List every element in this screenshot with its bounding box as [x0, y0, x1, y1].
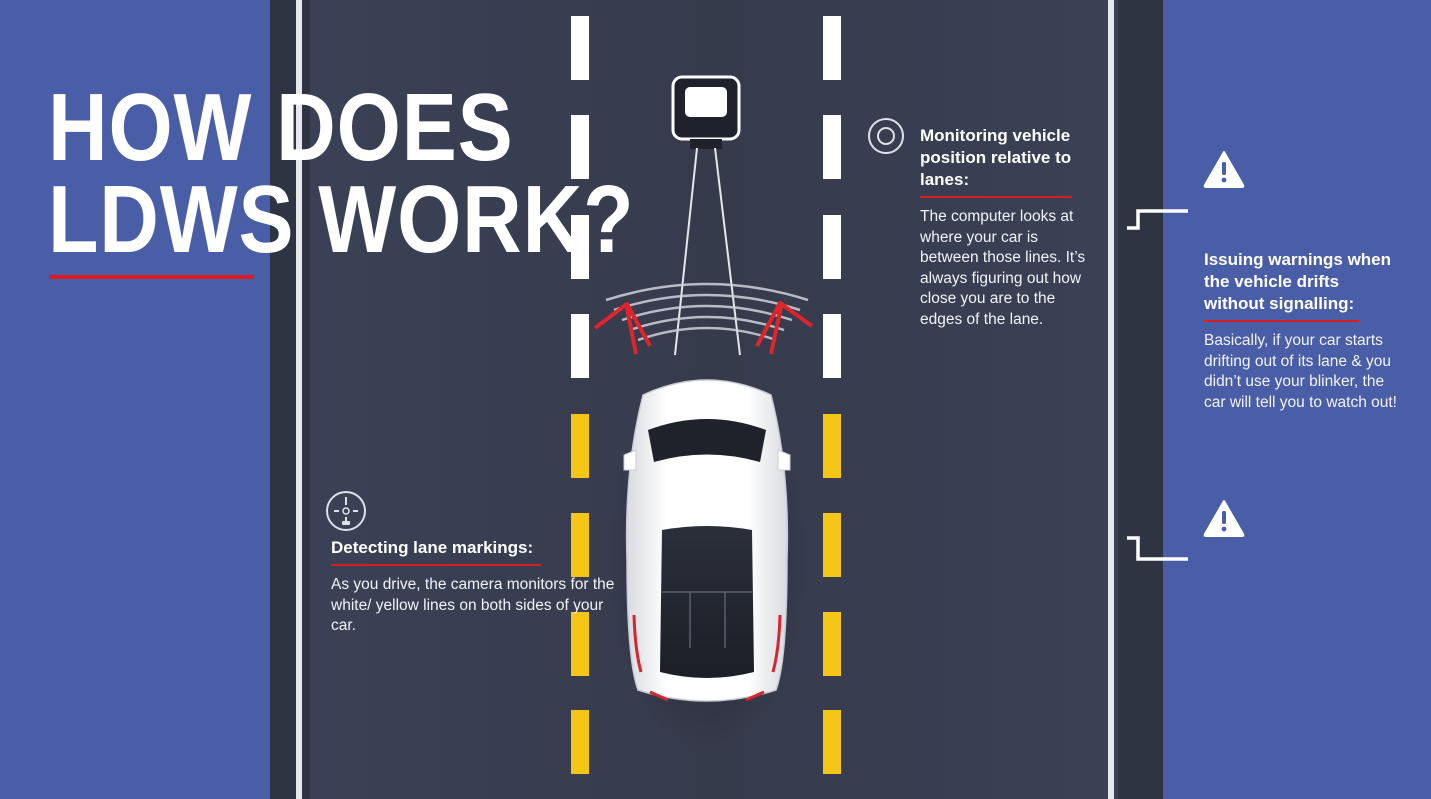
feature-heading: Issuing warnings when the vehicle drifts… — [1204, 250, 1392, 313]
feature-body: The computer looks at where your car is … — [920, 208, 1086, 328]
page-title: HOW DOES LDWS WORK? — [48, 80, 634, 268]
feature-divider — [1204, 320, 1359, 322]
camera-sight-lines — [674, 147, 741, 356]
right-edge-line — [1108, 0, 1114, 799]
left-lane-markings — [571, 16, 589, 774]
lane-edge-brackets — [1127, 209, 1188, 561]
feature-body: As you drive, the camera monitors for th… — [331, 576, 615, 634]
feature-monitoring: Monitoring vehicle position relative to … — [920, 125, 1095, 330]
feature-heading: Detecting lane markings: — [331, 538, 534, 557]
feature-warnings: Issuing warnings when the vehicle drifts… — [1204, 249, 1399, 413]
feature-body: Basically, if your car starts drifting o… — [1204, 332, 1397, 411]
car-icon — [607, 370, 807, 750]
title-line-1: HOW DOES — [48, 74, 514, 181]
feature-detecting: Detecting lane markings: As you drive, t… — [331, 537, 621, 637]
camera-icon — [671, 75, 741, 149]
left-shoulder — [270, 0, 310, 799]
warning-triangle-icon — [1203, 151, 1245, 188]
left-edge-line — [296, 0, 302, 799]
feature-divider — [920, 196, 1072, 198]
feature-divider — [331, 564, 541, 566]
right-shoulder — [1118, 0, 1163, 799]
warning-triangle-icon — [1203, 500, 1245, 537]
target-icon — [868, 118, 904, 154]
detection-brackets — [593, 301, 814, 355]
title-underline — [49, 275, 254, 279]
right-lane-markings — [823, 16, 841, 774]
feature-heading: Monitoring vehicle position relative to … — [920, 126, 1072, 189]
title-line-2: LDWS WORK? — [48, 166, 635, 273]
compass-icon — [326, 491, 366, 531]
